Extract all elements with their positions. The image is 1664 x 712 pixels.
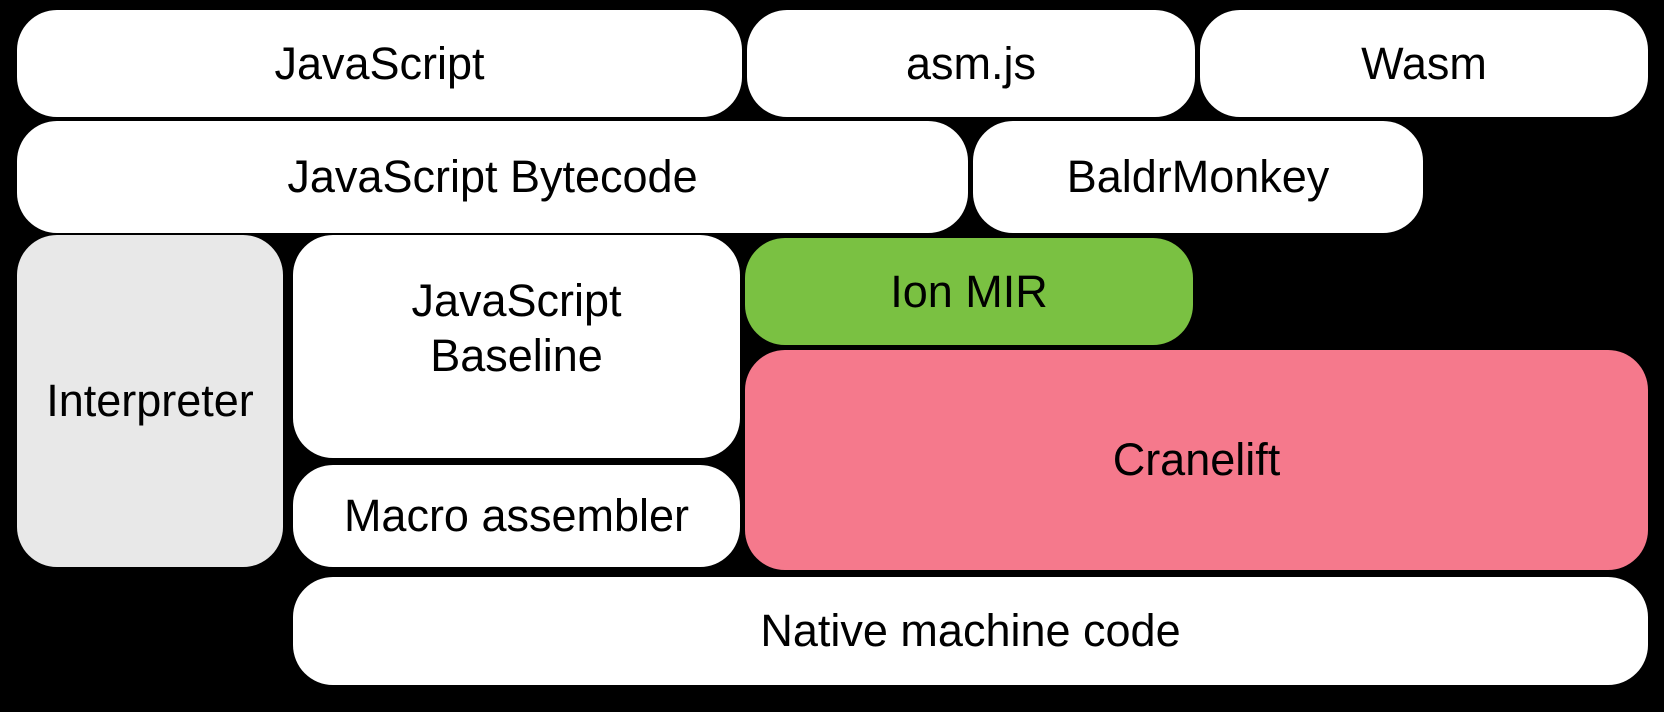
node-cranelift: Cranelift — [745, 350, 1648, 570]
node-javascript-baseline: JavaScript Baseline — [293, 235, 740, 458]
node-ion-mir: Ion MIR — [745, 238, 1193, 345]
node-javascript-baseline-line2: Baseline — [430, 329, 603, 381]
node-asmjs: asm.js — [747, 10, 1195, 117]
node-javascript: JavaScript — [17, 10, 742, 117]
node-macro-assembler: Macro assembler — [293, 465, 740, 567]
node-native-machine-code: Native machine code — [293, 577, 1648, 685]
node-baldrmonkey: BaldrMonkey — [973, 121, 1423, 233]
node-javascript-baseline-line1: JavaScript — [411, 274, 622, 326]
node-javascript-baseline-text: JavaScript Baseline — [411, 273, 621, 383]
node-interpreter: Interpreter — [17, 235, 283, 567]
node-javascript-bytecode: JavaScript Bytecode — [17, 121, 968, 233]
node-wasm: Wasm — [1200, 10, 1648, 117]
